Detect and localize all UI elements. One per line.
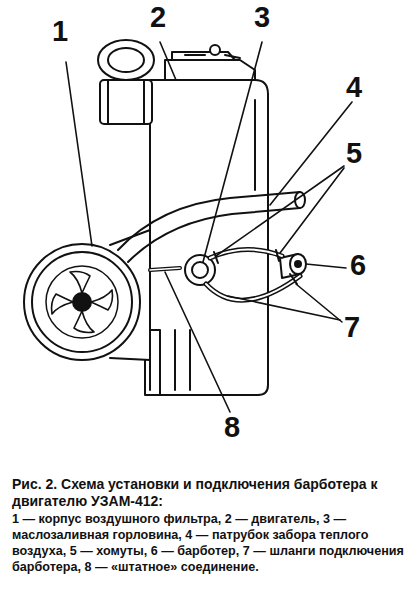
callout-number: 5 [346, 138, 362, 168]
callout-number: 2 [150, 2, 166, 32]
callout-number: 7 [344, 312, 360, 342]
parts-list: 1 — корпус воздушного фильтра, 2 — двига… [12, 511, 408, 575]
callout-number: 1 [52, 16, 68, 46]
figure-caption: Рис. 2. Схема установки и подключения ба… [12, 476, 408, 510]
callout-number: 8 [224, 412, 240, 442]
callout-number: 6 [350, 250, 366, 280]
callout-number: 3 [254, 2, 270, 32]
engine-illustration [0, 0, 419, 470]
callout-number: 4 [346, 72, 362, 102]
